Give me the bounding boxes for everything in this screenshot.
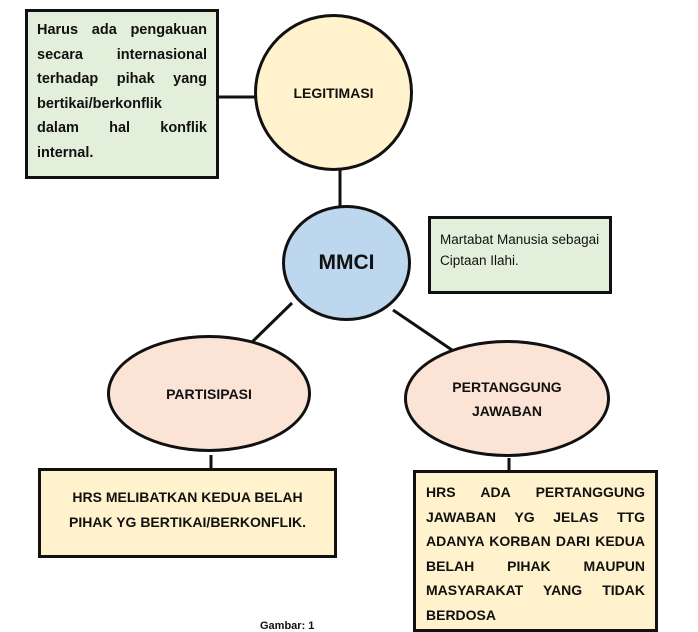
- partisipasi-note-text: HRS MELIBATKAN KEDUA BELAH PIHAK YG BERT…: [69, 489, 306, 530]
- connector-mmci-partisipasi: [248, 301, 294, 346]
- node-pertanggung-jawaban-label: PERTANGGUNG JAWABAN: [452, 378, 562, 419]
- connector-mmci-pertanggung: [392, 308, 453, 352]
- node-partisipasi: PARTISIPASI: [107, 335, 311, 452]
- mmci-note: Martabat Manusia sebagai Ciptaan Ilahi.: [428, 216, 612, 294]
- figure-caption: Gambar: 1: [260, 620, 315, 632]
- node-pertanggung-jawaban: PERTANGGUNG JAWABAN: [404, 340, 610, 457]
- partisipasi-note: HRS MELIBATKAN KEDUA BELAH PIHAK YG BERT…: [38, 468, 337, 558]
- mmci-note-text: Martabat Manusia sebagai Ciptaan Ilahi.: [440, 232, 600, 268]
- node-legitimasi-label: LEGITIMASI: [293, 84, 374, 101]
- pertanggung-note: HRS ADA PERTANGGUNG JAWABAN YG JELAS TTG…: [413, 470, 658, 632]
- node-mmci-label: MMCI: [318, 251, 375, 274]
- node-mmci: MMCI: [282, 205, 411, 321]
- pertanggung-note-text: HRS ADA PERTANGGUNG JAWABAN YG JELAS TTG…: [426, 484, 645, 623]
- legitimasi-note-text: Harus ada pengakuan secara internasional…: [37, 22, 207, 161]
- node-partisipasi-label: PARTISIPASI: [166, 385, 252, 402]
- node-legitimasi: LEGITIMASI: [254, 14, 413, 171]
- legitimasi-note: Harus ada pengakuan secara internasional…: [25, 9, 219, 179]
